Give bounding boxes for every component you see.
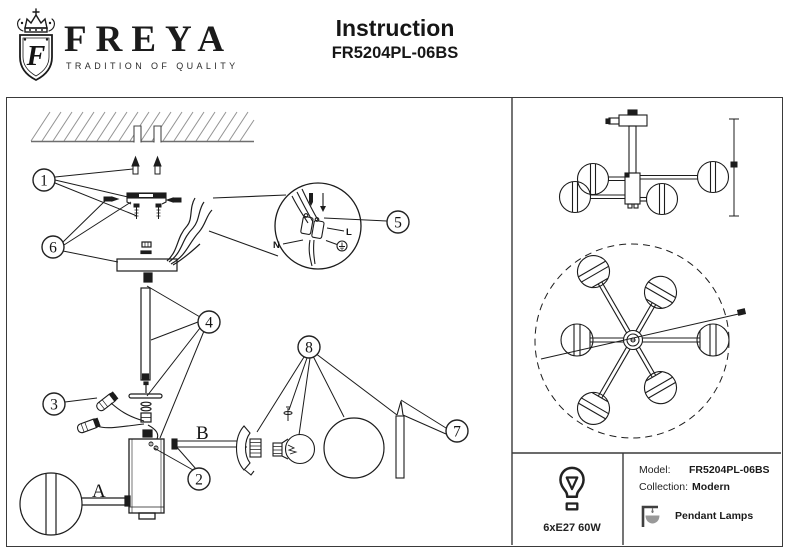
callout-4-number: 4 [205,315,213,332]
mounting-bracket [126,192,167,205]
pendant-lamp-icon [641,505,660,527]
arm-a-label: A [92,481,106,502]
header: F FREYA TRADITION OF QUALITY Instruction… [0,0,790,95]
diameter-dimension-line [540,308,747,360]
freya-crest-icon: F [17,8,55,82]
arm-b-rod [171,438,247,450]
model-row: Model: FR5204PL-06BS [639,462,782,479]
brand-text: FREYA [64,19,234,60]
monogram: F [26,41,46,72]
terminal-block [300,213,325,239]
category-row: Pendant Lamps [639,503,782,529]
model-value: FR5204PL-06BS [689,464,770,476]
bulb-spec-cell: 6xE27 60W [515,454,629,544]
side-view-spheres [558,160,730,216]
category-label: Pendant Lamps [675,510,754,522]
panel-dividers [511,98,781,545]
assembled-top-view [534,243,747,439]
callout-5 [386,210,410,234]
arm-a-sphere [19,472,131,536]
callout-5-number: 5 [394,215,402,232]
callout-6-number: 6 [49,240,57,257]
globe-screw [283,406,293,421]
callout-2 [187,467,211,491]
light-bulb [272,433,316,465]
callout-3-number: 3 [50,397,58,414]
arm-b-label: B [196,423,209,444]
assembled-side-view [558,109,739,217]
canopy [116,241,178,283]
down-rod [128,287,163,438]
bracket-side-screws [103,196,182,203]
height-dimension-line [729,118,739,217]
shade-holder [235,425,262,476]
model-label: Model: [639,464,671,476]
callout-lines [54,168,447,471]
bulb-spec: 6xE27 60W [543,521,601,534]
arm-tube [395,400,405,479]
callouts [32,168,469,491]
body-screw-holes [148,441,159,451]
central-body [128,438,165,520]
page-title: Instruction [335,15,455,41]
ground-symbol [325,239,348,252]
wire-connectors [76,391,159,440]
label-live: L [346,227,352,238]
callout-6 [41,235,65,259]
callout-1-number: 1 [40,173,48,190]
collection-label: Collection: [639,481,689,493]
mounting-screws [133,203,162,219]
assembly-diagram: N L [19,98,781,545]
callout-4 [197,310,221,334]
wiring-detail-circle [208,182,362,270]
callout-1 [32,168,56,192]
callout-8-number: 8 [305,340,313,357]
collection-value: Modern [692,481,730,493]
model-number: FR5204PL-06BS [331,44,459,62]
power-wires [166,197,213,266]
bulb-icon [559,466,585,510]
callout-3 [42,392,66,416]
callout-7 [445,419,469,443]
wall-anchors [131,155,162,175]
brand-tagline: TRADITION OF QUALITY [66,61,239,71]
product-info-cell: Model: FR5204PL-06BS Collection: Modern … [625,454,782,544]
ceiling-hatch [30,111,255,143]
glass-globe [323,417,385,479]
label-neutral: N [273,240,280,251]
callout-2-number: 2 [195,472,203,489]
diagram-frame: N L [6,97,783,547]
callout-7-number: 7 [453,424,461,441]
callout-8 [297,335,321,359]
terminal-screw [309,193,326,212]
collection-row: Collection: Modern [639,479,782,496]
